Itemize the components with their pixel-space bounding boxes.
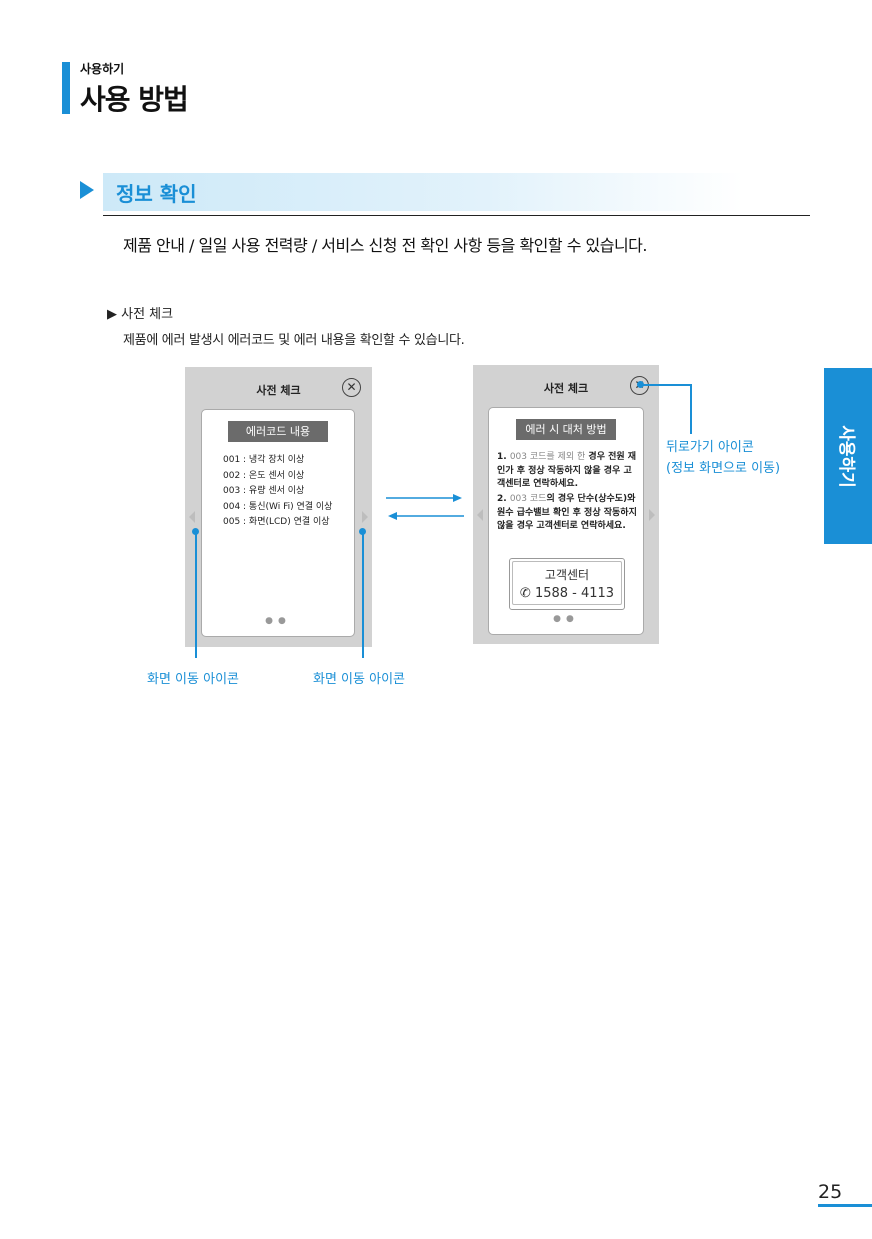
sub-description: 제품에 에러 발생시 에러코드 및 에러 내용을 확인할 수 있습니다. [123, 333, 465, 348]
card-heading: 에러 시 대처 방법 [516, 419, 616, 440]
callout-line [641, 384, 691, 386]
callout-dot [192, 528, 199, 535]
error-item: 002 : 온도 센서 이상 [223, 470, 305, 481]
flow-arrows [386, 494, 464, 520]
instruction-gray: 003 코드를 제외 한 [509, 452, 586, 462]
instruction-text: 의 경우 단수(상수도)와 원수 급수밸브 확인 후 정상 작동하지 않을 경우… [497, 494, 637, 531]
side-tab-label: 사용하기 [835, 424, 856, 488]
section-title: 정보 확인 [116, 182, 197, 206]
screen-title: 사전 체크 [256, 384, 301, 397]
header-accent-bar [62, 62, 70, 114]
callout-back-icon-line2: (정보 화면으로 이동) [666, 461, 781, 476]
nav-left-arrow-icon[interactable] [189, 511, 195, 523]
error-code-card: 에러코드 내용 001 : 냉각 장치 이상 002 : 온도 센서 이상 00… [201, 409, 355, 637]
error-item: 005 : 화면(LCD) 연결 이상 [223, 517, 330, 527]
instruction-1: 1. 003 코드를 제외 한 경우 전원 재인가 후 정상 작동하지 않을 경… [497, 451, 637, 492]
phone-line: ✆ 1588 - 4113 [513, 583, 621, 601]
section-rule [103, 215, 810, 216]
instruction-gray: 003 코드 [509, 494, 547, 504]
callout-dot [359, 528, 366, 535]
error-item: 001 : 냉각 장치 이상 [223, 455, 305, 465]
section-description: 제품 안내 / 일일 사용 전력량 / 서비스 신청 전 확인 사항 등을 확인… [123, 236, 647, 255]
close-icon[interactable]: ✕ [342, 378, 361, 397]
instruction-num: 2. [497, 494, 510, 504]
sub-heading: ▶ 사전 체크 [107, 307, 174, 322]
section-band [103, 173, 743, 211]
service-label: 고객센터 [544, 568, 590, 582]
error-action-card: 에러 시 대처 방법 1. 003 코드를 제외 한 경우 전원 재인가 후 정… [488, 407, 644, 635]
error-item: 004 : 통신(Wi Fi) 연결 이상 [223, 501, 333, 512]
callout-nav-right: 화면 이동 아이콘 [313, 672, 405, 687]
instruction-text: 경우 전원 재인가 후 정상 작동하지 않을 경우 고객센터로 연락하세요. [497, 452, 637, 489]
customer-service-box[interactable]: 고객센터 ✆ 1588 - 4113 [509, 558, 625, 610]
screen-error-actions: 사전 체크 ✕ 에러 시 대처 방법 1. 003 코드를 제외 한 경우 전원… [473, 365, 659, 644]
header-subtitle: 사용하기 [80, 62, 125, 76]
instruction-2: 2. 003 코드의 경우 단수(상수도)와 원수 급수밸브 확인 후 정상 작… [497, 493, 637, 534]
error-item: 003 : 유량 센서 이상 [223, 486, 305, 496]
callout-line [690, 384, 692, 434]
phone-number: 1588 - 4113 [534, 586, 615, 601]
callout-line [195, 532, 197, 658]
callout-dot [637, 381, 644, 388]
screen-title: 사전 체크 [543, 382, 589, 395]
callout-nav-left: 화면 이동 아이콘 [147, 672, 239, 687]
page-title: 사용 방법 [80, 83, 189, 116]
page-number-underline [818, 1204, 872, 1207]
page-number: 25 [818, 1181, 843, 1203]
side-tab-label-wrap: 사용하기 [824, 368, 872, 544]
nav-right-arrow-icon[interactable] [649, 509, 655, 521]
page-dots: ●● [553, 614, 579, 624]
callout-back-icon-line1: 뒤로가기 아이콘 [666, 440, 754, 455]
customer-service-inner: 고객센터 ✆ 1588 - 4113 [512, 561, 622, 605]
nav-right-arrow-icon[interactable] [362, 511, 368, 523]
callout-line [362, 532, 364, 658]
section-triangle-icon [80, 181, 94, 199]
page-dots: ●● [265, 616, 291, 626]
phone-icon: ✆ [519, 586, 531, 601]
side-tab [824, 368, 872, 544]
card-heading: 에러코드 내용 [228, 421, 328, 442]
nav-left-arrow-icon[interactable] [477, 509, 483, 521]
screen-error-codes: 사전 체크 ✕ 에러코드 내용 001 : 냉각 장치 이상 002 : 온도 … [185, 367, 372, 647]
instruction-num: 1. [497, 452, 510, 462]
